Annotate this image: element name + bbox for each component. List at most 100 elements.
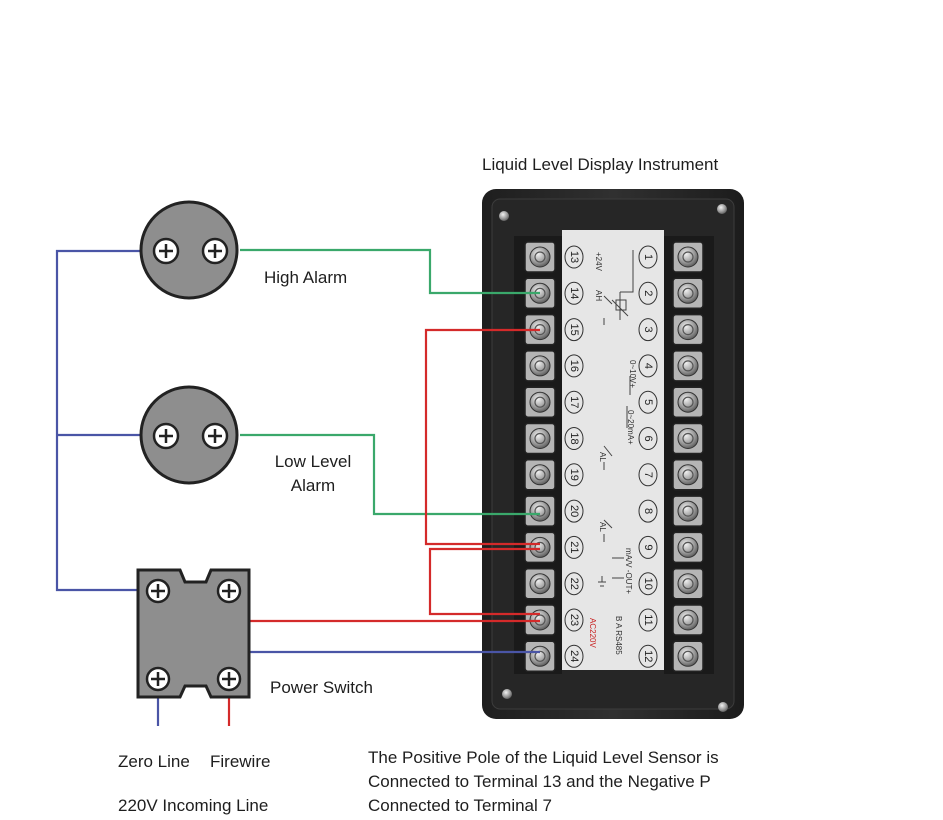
terminal-screw-icon [672, 313, 704, 346]
mount-screw-icon [499, 211, 509, 221]
terminal-number-1: 1 [638, 245, 658, 269]
terminal-number-23: 23 [564, 608, 584, 632]
terminal-number-19: 19 [564, 463, 584, 487]
note-line-1: The Positive Pole of the Liquid Level Se… [368, 748, 719, 767]
terminal-number-12: 12 [638, 644, 658, 668]
red-wire-21-to-23 [428, 547, 540, 616]
terminal-screw-icon [524, 422, 556, 455]
terminal-number-6: 6 [638, 427, 658, 450]
terminal-number-10: 10 [638, 572, 658, 596]
terminal-screw-icon [672, 531, 704, 564]
left-terminal-numbers: 13 14 15 16 17 18 19 20 21 22 23 24 [564, 245, 584, 668]
terminal-number-11: 11 [638, 608, 658, 632]
terminal-number-2: 2 [638, 281, 658, 305]
terminal-number-9: 9 [638, 535, 658, 559]
svg-text:1: 1 [642, 254, 654, 260]
terminal-screw-icon [672, 567, 704, 600]
terminal-number-20: 20 [564, 499, 584, 523]
low-level-alarm-label-line1: Low Level [274, 452, 352, 471]
right-terminal-screws [672, 241, 704, 673]
svg-text:15: 15 [568, 323, 580, 335]
mount-screw-icon [718, 702, 728, 712]
terminal-screw-icon [524, 386, 556, 418]
plus-screw-icon [216, 578, 242, 604]
svg-text:13: 13 [568, 251, 580, 263]
terminal-screw-icon [672, 386, 704, 418]
low-level-alarm-label-line2: Alarm [290, 476, 336, 495]
green-wire-high-alarm [240, 248, 540, 295]
terminal-screw-icon [672, 604, 704, 636]
terminal-screw-icon [672, 241, 704, 273]
label-al-1: AL [598, 452, 607, 462]
terminal-number-8: 8 [638, 499, 658, 523]
svg-text:9: 9 [642, 544, 654, 550]
svg-text:24: 24 [568, 650, 580, 662]
terminal-number-3: 3 [638, 318, 658, 342]
high-alarm-device [139, 200, 239, 300]
note-line-3: Connected to Terminal 7 [368, 796, 552, 815]
svg-text:18: 18 [568, 432, 580, 444]
green-wire-low-alarm [240, 433, 540, 516]
terminal-screw-icon [524, 350, 556, 382]
label-0-10v: 0~10V+ [628, 360, 637, 388]
svg-text:10: 10 [642, 578, 654, 590]
svg-text:8: 8 [642, 508, 654, 514]
label-rs485: B A RS485 [614, 616, 623, 655]
terminal-number-16: 16 [564, 354, 584, 378]
power-switch-label: Power Switch [270, 678, 373, 697]
terminal-screw-icon [672, 350, 704, 382]
firewire-label: Firewire [210, 752, 271, 771]
plus-screw-icon [216, 666, 242, 692]
low-level-alarm-label: Low Level Alarm [266, 452, 360, 496]
terminal-screw-icon [524, 567, 556, 600]
label-24v: +24V [594, 252, 603, 272]
plus-screw-icon [145, 666, 171, 692]
svg-text:19: 19 [568, 469, 580, 481]
svg-text:20: 20 [568, 505, 580, 517]
red-wire-15-to-21 [424, 328, 540, 546]
terminal-number-24: 24 [564, 644, 584, 668]
panel-schematic [598, 250, 634, 587]
terminal-screw-icon [672, 640, 704, 673]
svg-text:7: 7 [642, 472, 654, 478]
mount-screw-icon [717, 204, 727, 214]
label-0-20ma: 0~20mA+ [626, 410, 635, 445]
terminal-number-7: 7 [638, 463, 658, 487]
label-panel [562, 230, 664, 670]
terminal-number-18: 18 [564, 427, 584, 450]
note-line-2: Connected to Terminal 13 and the Negativ… [368, 772, 711, 791]
svg-text:14: 14 [568, 287, 580, 299]
terminal-number-13: 13 [564, 245, 584, 269]
terminal-screw-icon [672, 495, 704, 527]
terminal-screw-icon [672, 422, 704, 455]
panel-text: +24V 0~10V+ 0~20mA+ mA/V -OUT+ B A RS485… [588, 252, 637, 655]
terminal-screw-icon [672, 459, 704, 491]
label-ah: AH [594, 290, 603, 301]
mount-screw-icon [502, 689, 512, 699]
terminal-number-21: 21 [564, 535, 584, 559]
label-ac220v: AC220V [588, 618, 597, 648]
label-al-2: AL [598, 522, 607, 532]
terminal-screw-icon [672, 277, 704, 310]
svg-text:3: 3 [642, 327, 654, 333]
label-ma-out: mA/V -OUT+ [624, 548, 633, 594]
low-alarm-device [139, 385, 239, 485]
terminal-number-4: 4 [638, 354, 658, 378]
terminal-number-22: 22 [564, 572, 584, 596]
svg-text:21: 21 [568, 541, 580, 553]
svg-text:22: 22 [568, 578, 580, 590]
terminal-number-14: 14 [564, 281, 584, 305]
terminal-number-15: 15 [564, 318, 584, 342]
svg-text:17: 17 [568, 396, 580, 408]
terminal-number-17: 17 [564, 390, 584, 414]
incoming-line-label: 220V Incoming Line [118, 796, 269, 815]
svg-text:12: 12 [642, 650, 654, 662]
power-switch-device [136, 568, 251, 699]
svg-text:23: 23 [568, 614, 580, 626]
terminal-screw-icon [524, 640, 556, 673]
terminal-number-5: 5 [638, 390, 658, 414]
blue-wire-common [55, 249, 143, 592]
svg-text:5: 5 [642, 399, 654, 405]
